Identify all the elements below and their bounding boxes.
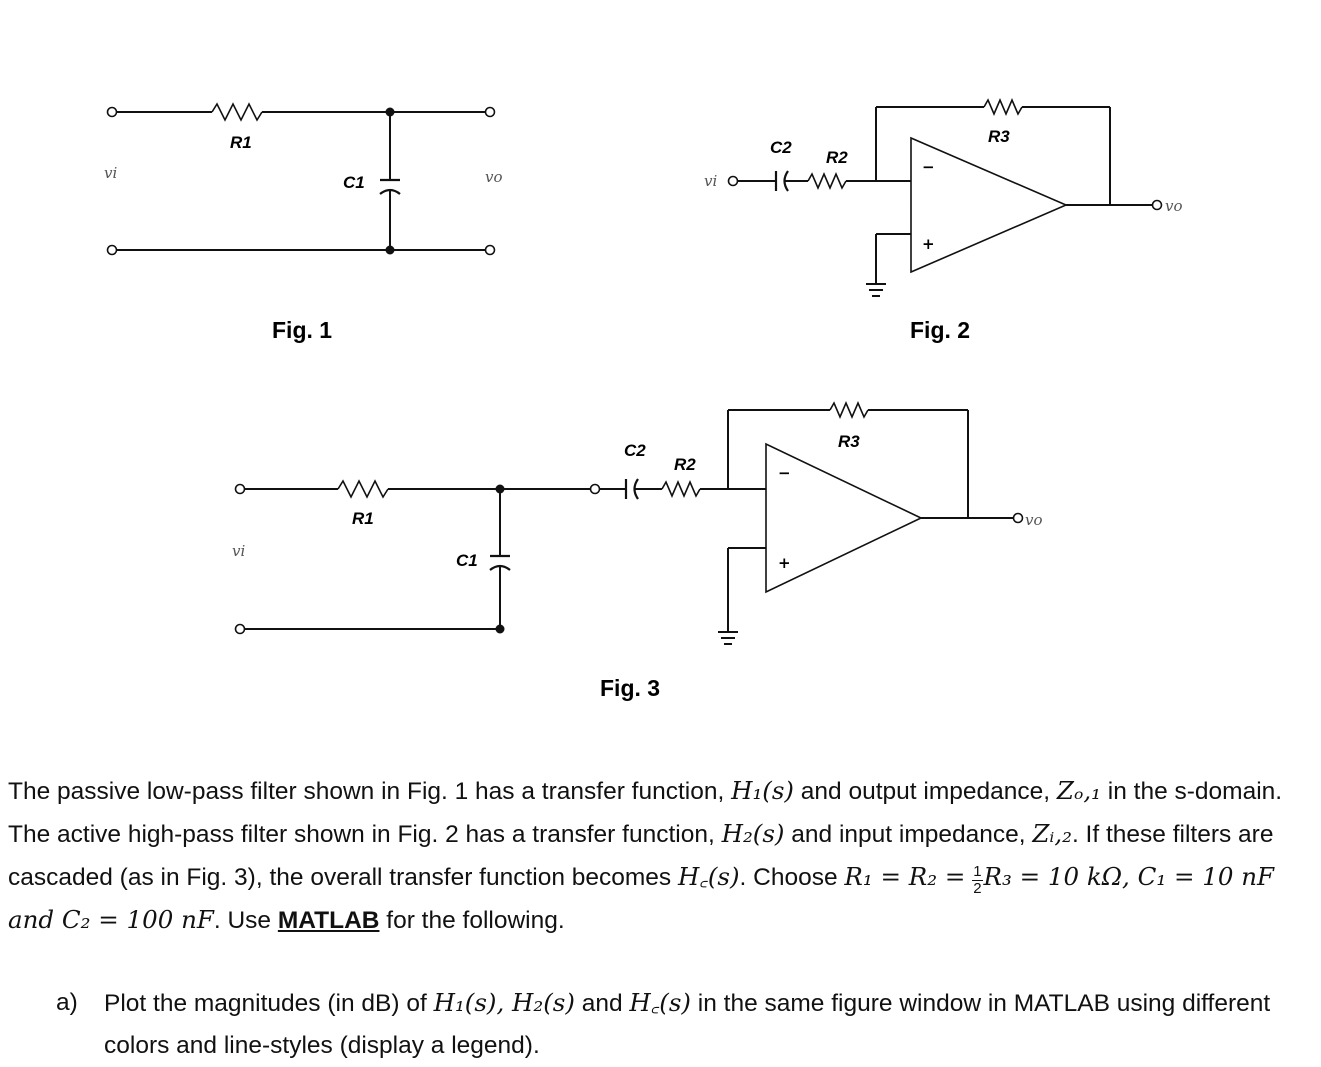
- circuit-diagrams: R1 C1 vi vo Fig. 1 − + C2 R2: [104, 97, 1183, 701]
- fig2-ground-symbol: [866, 283, 886, 297]
- problem-text: in the s-domain. The active high-pass fi…: [8, 778, 1283, 848]
- fig3-c1-label: C1: [456, 551, 478, 570]
- fig2-c2-label: C2: [770, 138, 792, 157]
- fig2-caption: Fig. 2: [910, 317, 970, 343]
- question-a-text: Plot the magnitudes (in dB) of: [104, 990, 434, 1017]
- fig1-caption: Fig. 1: [272, 317, 332, 343]
- fig2-output-terminal: [1151, 199, 1163, 211]
- question-a-text: in the same figure window in MATLAB usin…: [104, 990, 1271, 1059]
- fig3-vo-label: vo: [1025, 511, 1043, 529]
- zo1-output-impedance: Zₒ,₁: [1056, 776, 1101, 805]
- fig3-opamp: [765, 442, 923, 594]
- fig3-r3-resistor: [829, 400, 869, 420]
- fig2-r3-resistor: [983, 97, 1023, 117]
- fig1-c1-label: C1: [343, 173, 365, 192]
- fig3-output-terminal: [1012, 512, 1024, 524]
- fig3-terminal: [234, 623, 246, 635]
- hc-function: H꜀(s): [629, 988, 691, 1017]
- fig1-vi-label: vi: [104, 164, 117, 182]
- fig1-node-dot: [385, 107, 395, 117]
- fig1-terminal: [106, 244, 118, 256]
- question-a-tag: a): [56, 989, 78, 1016]
- fig3-terminal: [234, 483, 246, 495]
- fig3-caption: Fig. 3: [600, 675, 660, 701]
- problem-text: for the following.: [379, 907, 565, 934]
- fig3-vi-label: vi: [232, 542, 245, 560]
- question-a-text: and: [574, 990, 630, 1017]
- h2-transfer-function: H₂(s): [721, 819, 785, 848]
- hc-transfer-function: H꜀(s): [678, 862, 740, 891]
- fig3-r3-label: R3: [838, 432, 860, 451]
- fig2-circuit: − + C2 R2 R3 vi vo Fig. 2: [704, 97, 1183, 343]
- fig3-r1-label: R1: [352, 509, 374, 528]
- fig1-terminal: [484, 106, 496, 118]
- fig2-opamp: [910, 136, 1069, 274]
- resistor-relation: R₁ = R₂ =: [844, 862, 966, 891]
- fig1-c1-capacitor: [379, 178, 401, 195]
- fig2-input-terminal: [727, 175, 739, 187]
- fig3-plus-sign: +: [778, 554, 791, 572]
- component-values: R₃ = 10 kΩ, C₁ = 10 nF and C₂ = 100 nF: [8, 862, 1275, 934]
- fig2-vo-label: vo: [1165, 197, 1183, 215]
- problem-text: . If these filters are cascaded (as in F…: [8, 821, 1274, 891]
- matlab-emphasis: MATLAB: [277, 907, 380, 934]
- fig3-c1-capacitor: [489, 554, 511, 571]
- fig3-node-dot: [495, 624, 505, 634]
- fig3-junction-terminal: [589, 483, 601, 495]
- problem-text: The passive low-pass filter shown in Fig…: [8, 778, 732, 805]
- problem-text: and input impedance,: [784, 821, 1033, 848]
- fig1-vo-label: vo: [485, 168, 503, 186]
- problem-text: . Use: [213, 907, 278, 934]
- fig2-minus-sign: −: [922, 158, 935, 176]
- zi2-input-impedance: Zᵢ,₂: [1032, 819, 1072, 848]
- fig1-r1-resistor: [211, 102, 263, 122]
- fig2-r2-resistor: [807, 171, 847, 191]
- question-a: a) Plot the magnitudes (in dB) of H₁(s),…: [56, 982, 1306, 1067]
- problem-text: and output impedance,: [793, 778, 1057, 805]
- fig3-node-dot: [495, 484, 505, 494]
- fig3-c2-label: C2: [624, 441, 646, 460]
- fig1-terminal: [106, 106, 118, 118]
- fig3-r2-resistor: [661, 479, 701, 499]
- h1-transfer-function: H₁(s): [731, 776, 794, 805]
- fig3-circuit: − + R1 C1 C2 R2 R3 vi vo Fig. 3: [232, 400, 1043, 701]
- fig2-vi-label: vi: [704, 172, 717, 190]
- problem-paragraph: The passive low-pass filter shown in Fig…: [8, 770, 1313, 942]
- problem-statement: The passive low-pass filter shown in Fig…: [8, 770, 1313, 942]
- fig3-ground-symbol: [718, 631, 738, 645]
- fig1-node-dot: [385, 245, 395, 255]
- fig3-r1-resistor: [337, 479, 389, 499]
- fig1-r1-label: R1: [230, 133, 252, 152]
- fig1-terminal: [484, 244, 496, 256]
- fraction-numerator: 1: [972, 863, 983, 882]
- fraction-denominator: 2: [973, 880, 982, 898]
- h1-h2-functions: H₁(s), H₂(s): [433, 988, 575, 1017]
- fig2-r3-label: R3: [988, 127, 1010, 146]
- fig3-minus-sign: −: [778, 464, 791, 482]
- fig2-plus-sign: +: [922, 235, 935, 253]
- question-a-body: Plot the magnitudes (in dB) of H₁(s), H₂…: [104, 982, 1306, 1067]
- fig3-r2-label: R2: [674, 455, 696, 474]
- problem-text: . Choose: [739, 864, 845, 891]
- fig1-circuit: R1 C1 vi vo Fig. 1: [104, 102, 503, 343]
- fig2-r2-label: R2: [826, 148, 848, 167]
